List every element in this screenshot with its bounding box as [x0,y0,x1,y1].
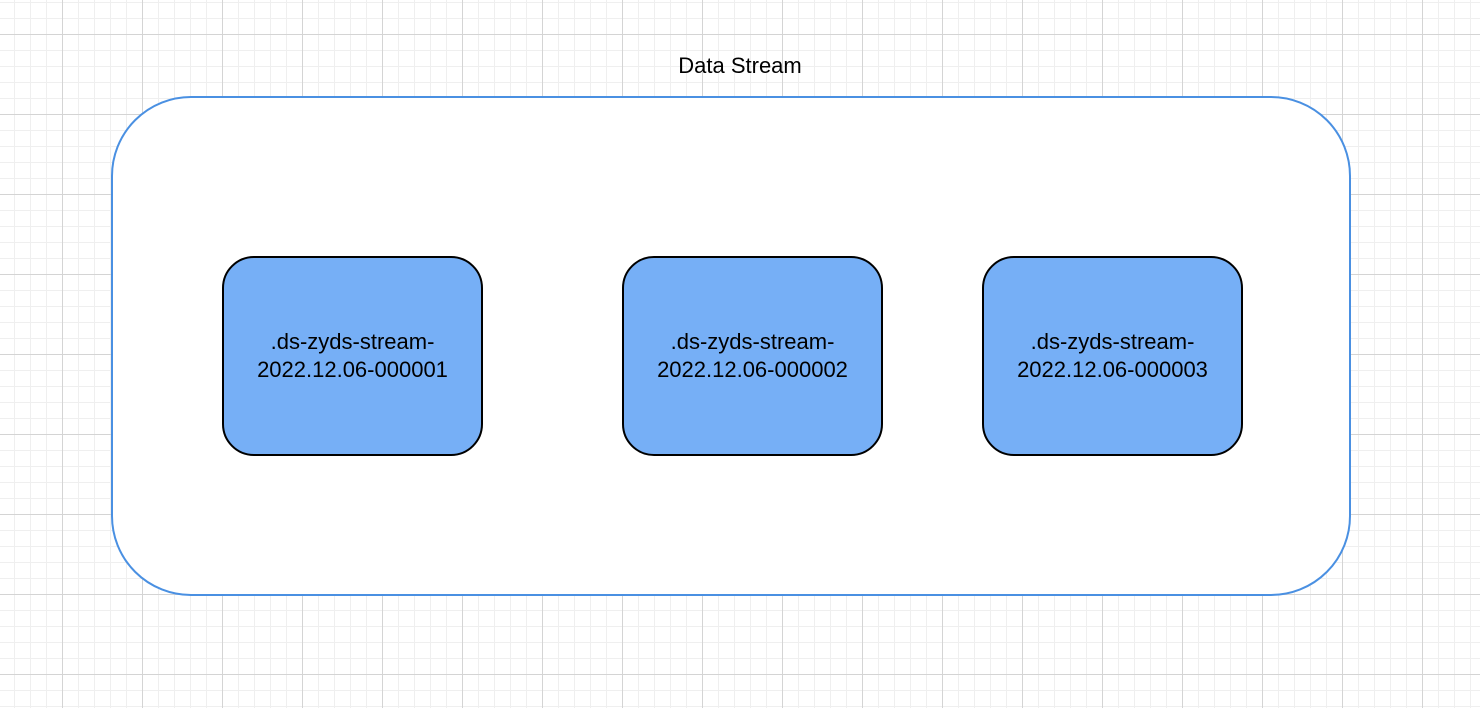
backing-index-3[interactable]: .ds-zyds-stream- 2022.12.06-000003 [982,256,1243,456]
backing-index-3-label-line2: 2022.12.06-000003 [1017,357,1208,382]
backing-index-1[interactable]: .ds-zyds-stream- 2022.12.06-000001 [222,256,483,456]
backing-index-2-label-line2: 2022.12.06-000002 [657,357,848,382]
backing-index-1-label-line1: .ds-zyds-stream- [270,329,435,354]
backing-index-1-label-line2: 2022.12.06-000001 [257,357,448,382]
backing-index-2[interactable]: .ds-zyds-stream- 2022.12.06-000002 [622,256,883,456]
backing-index-3-label-line1: .ds-zyds-stream- [1030,329,1195,354]
diagram-title: Data Stream [678,53,802,78]
backing-index-2-label-line1: .ds-zyds-stream- [670,329,835,354]
